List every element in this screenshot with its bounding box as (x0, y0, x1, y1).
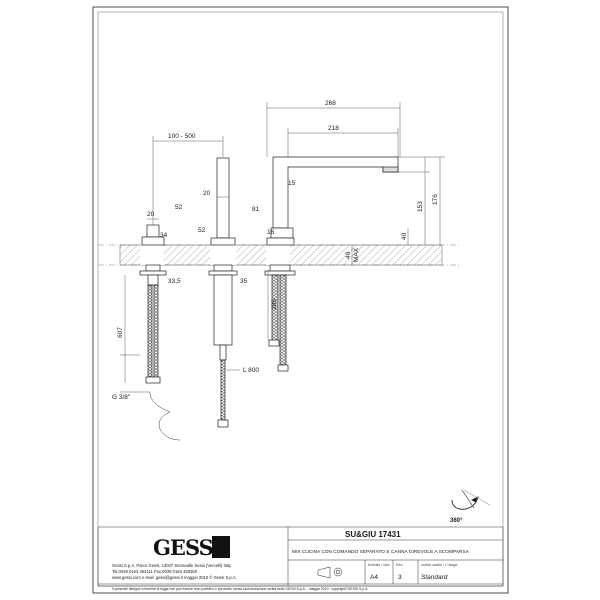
dim-tap-spacing: 100 - 500 (168, 133, 196, 140)
dim-square-side: 52 (175, 204, 183, 211)
dim-max-label: MAX (353, 247, 360, 262)
code-value: Standard (421, 574, 448, 581)
title-block (97, 526, 504, 587)
rev-label: Rev. (396, 563, 403, 567)
product-code: SU&GIU 17431 (345, 530, 401, 539)
dim-spout-width: 20 (203, 190, 211, 197)
dim-height-40: 40 (401, 232, 408, 240)
dim-spout-reach: 218 (328, 125, 339, 132)
product-description: MIX CUCINA CON COMANDO SEPARATO E CANNA … (292, 549, 470, 555)
control-handle (139, 224, 167, 384)
swivel-spout (264, 156, 399, 372)
dim-mixer-width: 20 (147, 211, 155, 218)
dim-hole-mid: 35 (240, 278, 248, 285)
format-value: A4 (370, 574, 378, 581)
company-line-1: Gessi S.p.A. Parco Gessi, 13037 Serraval… (112, 563, 232, 568)
brand-logo: GESSI (153, 535, 222, 560)
inner-frame (97, 11, 504, 587)
dim-wall: 15 (288, 180, 296, 187)
dim-handle-depth: 34 (160, 232, 168, 239)
dim-hose-length: L 800 (243, 367, 259, 374)
rotation-symbol (451, 489, 491, 510)
dim-thread: G 3/8" (112, 394, 131, 401)
format-label: formato / size (368, 563, 390, 567)
dim-height-153: 153 (417, 201, 424, 212)
dim-max-thickness: 40 (345, 251, 352, 259)
code-label: codice stadio / C stage (421, 563, 457, 567)
dim-hose-length-left: 607 (117, 327, 124, 338)
company-line-2: Tel.0039 0163 454111 Fax.0039 0163 45935… (112, 569, 198, 574)
rev-value: 3 (398, 574, 402, 581)
dim-mixer-square: 52 (198, 227, 206, 234)
dim-height-176: 176 (432, 194, 439, 205)
projection-symbol-icon (317, 566, 343, 579)
company-line-3: www.gessi.com e-mail: gessi@gessi.it mag… (112, 575, 237, 580)
countertop (98, 244, 460, 266)
copyright-footer: Il presente disegno a termine di legge n… (112, 587, 368, 591)
spout-body (208, 157, 238, 428)
dim-spout-lever: 81 (252, 206, 260, 213)
brand-logo-square (212, 536, 230, 558)
hose-outline (149, 391, 181, 441)
rotation-label: 360° (450, 518, 463, 524)
dim-spout-small: 16 (267, 229, 275, 236)
dim-spout-hose: 205 (271, 299, 278, 310)
dim-hole-left: 33,5 (168, 278, 181, 285)
dimension-lines (120, 102, 445, 393)
sheet-border (92, 6, 509, 594)
dim-top-total: 268 (325, 100, 336, 107)
